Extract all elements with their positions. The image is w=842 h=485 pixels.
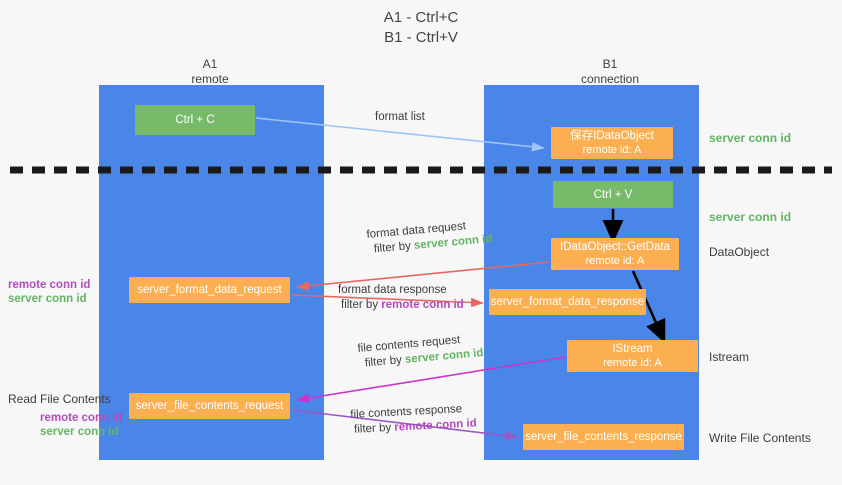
title-line-1: A1 - Ctrl+C [383,9,459,26]
node-save-idataobject-line2: remote id: A [582,144,642,156]
filter-prefix: filter by [373,239,415,256]
node-ctrl-c-label: Ctrl + C [175,114,215,126]
arrow-getdata-to-istream [631,270,666,344]
side-label-dataobject: DataObject [709,245,770,259]
arrow-format-list [255,117,545,152]
column-b1-sub: connection [580,72,640,86]
left-label-remote-conn-id: remote conn id [8,279,91,291]
column-b1-name: B1 [602,57,618,71]
column-a1-sub: remote [191,72,229,86]
node-save-idataobject[interactable]: 保存IDataObject remote id: A [551,127,673,159]
arrow-format-data-response [291,294,484,308]
filter-prefix: filter by [364,353,406,370]
node-istream-line1: IStream [612,343,653,355]
node-ctrl-v-label: Ctrl + V [593,188,633,201]
side-label-istream: Istream [709,350,750,364]
side-label-server-conn-id-mid: server conn id [709,210,792,224]
left-label-read-file-contents: Read File Contents [8,392,111,406]
node-idataobject-getdata[interactable]: IDataObject::GetData remote id: A [551,238,679,270]
node-getdata-line2: remote id: A [585,255,645,267]
node-istream[interactable]: IStream remote id: A [567,340,698,372]
column-header-b1: B1 connection [530,57,690,87]
title-line-2: B1 - Ctrl+V [384,29,458,46]
node-server-format-data-response[interactable]: server_format_data_response [489,289,646,315]
node-ctrl-v[interactable]: Ctrl + V [553,181,673,208]
node-server-file-contents-response[interactable]: server_file_contents_response [523,424,684,450]
filter-value-remote-conn-id: remote conn id [381,299,464,311]
filter-value-remote-conn-id: remote conn id [394,417,477,434]
side-label-server-conn-id-top: server conn id [709,131,792,145]
edge-label-format-list: format list [375,110,425,125]
node-istream-line2: remote id: A [603,357,662,369]
filter-prefix: filter by [341,299,382,311]
node-server-format-data-response-label: server_format_data_response [490,296,645,308]
arrow-format-data-request [296,261,550,291]
edge-label-format-list-text: format list [375,111,425,123]
diagram-title: A1 - Ctrl+C B1 - Ctrl+V [0,8,842,48]
left-label-conn-id-stack-lower: remote conn id server conn id [40,411,122,439]
column-a1-name: A1 [202,57,218,71]
left-label-server-conn-id: server conn id [40,426,119,438]
side-label-write-file-contents: Write File Contents [709,431,811,445]
left-label-server-conn-id: server conn id [8,293,87,305]
arrow-file-contents-response [291,409,518,441]
node-server-format-data-request-label: server_format_data_request [137,284,282,296]
edge-label-format-data-response-line1: format data response [338,284,447,296]
node-ctrl-c[interactable]: Ctrl + C [135,105,255,135]
edge-label-format-data-response: format data response filter by remote co… [338,283,464,313]
node-server-file-contents-response-label: server_file_contents_response [525,431,682,443]
edge-label-format-data-response-filter: filter by remote conn id [341,298,464,313]
left-label-conn-id-stack-upper: remote conn id server conn id [8,278,90,306]
node-getdata-line1: IDataObject::GetData [560,241,670,253]
column-header-a1: A1 remote [130,57,290,87]
node-server-file-contents-request[interactable]: server_file_contents_request [129,393,290,419]
node-server-format-data-request[interactable]: server_format_data_request [129,277,290,303]
left-label-remote-conn-id: remote conn id [40,412,123,424]
filter-prefix: filter by [353,421,395,436]
node-server-file-contents-request-label: server_file_contents_request [135,400,284,412]
node-save-idataobject-line1: 保存IDataObject [570,130,654,142]
arrow-file-contents-request [296,356,566,403]
